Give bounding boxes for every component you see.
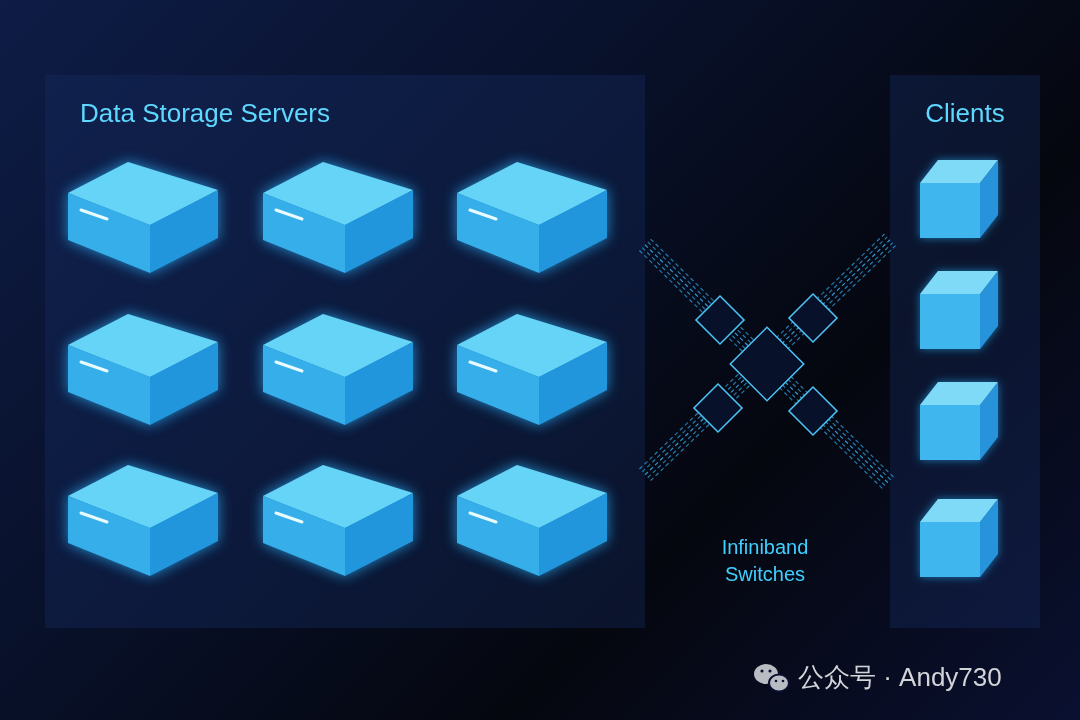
panel-heading: Clients bbox=[925, 99, 1004, 129]
watermark: 公众号 · Andy730 bbox=[798, 660, 1002, 695]
switch-group bbox=[694, 294, 837, 435]
switch-icon bbox=[730, 327, 804, 401]
server-icon bbox=[68, 465, 218, 576]
cable-bundle bbox=[639, 234, 895, 481]
wechat-eye bbox=[775, 680, 778, 683]
cable-line bbox=[648, 243, 893, 478]
wechat-eye bbox=[782, 680, 785, 683]
server-icon bbox=[457, 162, 607, 273]
switch-icon bbox=[696, 296, 744, 344]
server-icon bbox=[457, 465, 607, 576]
switch-icon bbox=[789, 387, 837, 435]
server-icon bbox=[263, 314, 413, 425]
cable-line bbox=[651, 239, 896, 479]
switch-label-text: Infiniband Switches bbox=[690, 534, 840, 588]
watermark-text: 公众号 · Andy730 bbox=[798, 660, 1002, 695]
cable-line bbox=[642, 237, 887, 472]
cable-bundle bbox=[639, 239, 895, 490]
cable-line bbox=[648, 242, 893, 482]
network-link bbox=[645, 245, 890, 485]
switch-label: Infiniband Switches bbox=[690, 534, 840, 588]
network-link bbox=[645, 240, 890, 475]
server-icon bbox=[457, 314, 607, 425]
server-icon bbox=[263, 465, 413, 576]
wechat-icon bbox=[754, 664, 789, 692]
server-icon bbox=[68, 314, 218, 425]
cable-line bbox=[639, 234, 884, 469]
panel-heading: Data Storage Servers bbox=[80, 99, 330, 129]
client-icon bbox=[920, 271, 998, 349]
cable-line bbox=[651, 246, 896, 481]
wechat-eye bbox=[760, 669, 763, 672]
client-icon bbox=[920, 160, 998, 238]
server-group bbox=[68, 162, 607, 576]
client-icon bbox=[920, 499, 998, 577]
wechat-eye bbox=[768, 669, 771, 672]
client-group bbox=[920, 160, 998, 577]
switch-icon bbox=[789, 294, 837, 342]
client-icon bbox=[920, 382, 998, 460]
server-icon bbox=[263, 162, 413, 273]
switch-icon bbox=[694, 384, 742, 432]
wechat-bubble bbox=[769, 675, 789, 692]
server-icon bbox=[68, 162, 218, 273]
